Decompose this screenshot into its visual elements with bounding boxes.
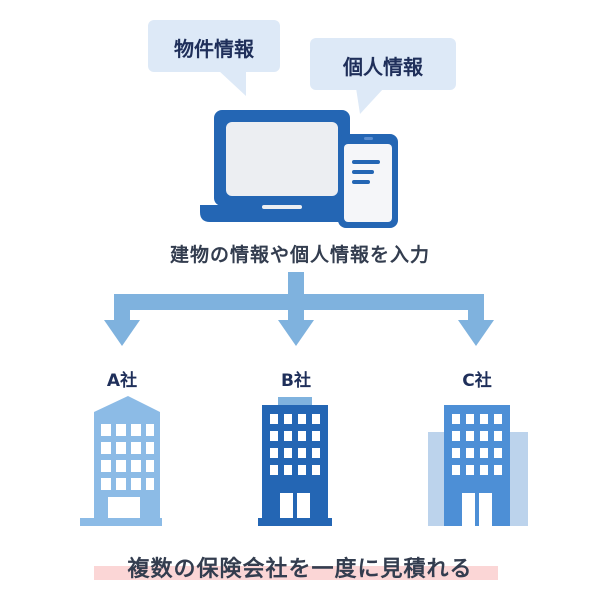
building-c-icon [428,405,528,526]
building-b-icon [258,397,332,526]
property-info-label: 物件情報 [174,37,254,61]
input-caption: 建物の情報や個人情報を入力 [169,244,430,266]
property-info-bubble [148,20,280,96]
personal-info-label: 個人情報 [343,55,423,79]
company-a-label: A社 [106,371,138,391]
company-c-label: C社 [462,371,492,391]
laptop-icon [200,110,362,222]
bottom-text-highlight [94,566,498,580]
personal-info-bubble [310,38,456,114]
company-b-label: B社 [281,371,311,391]
building-a-icon [80,396,162,526]
branch-arrows [104,272,494,346]
bottom-message: 複数の保険会社を一度に見積れる [127,557,473,582]
smartphone-icon [338,134,398,228]
